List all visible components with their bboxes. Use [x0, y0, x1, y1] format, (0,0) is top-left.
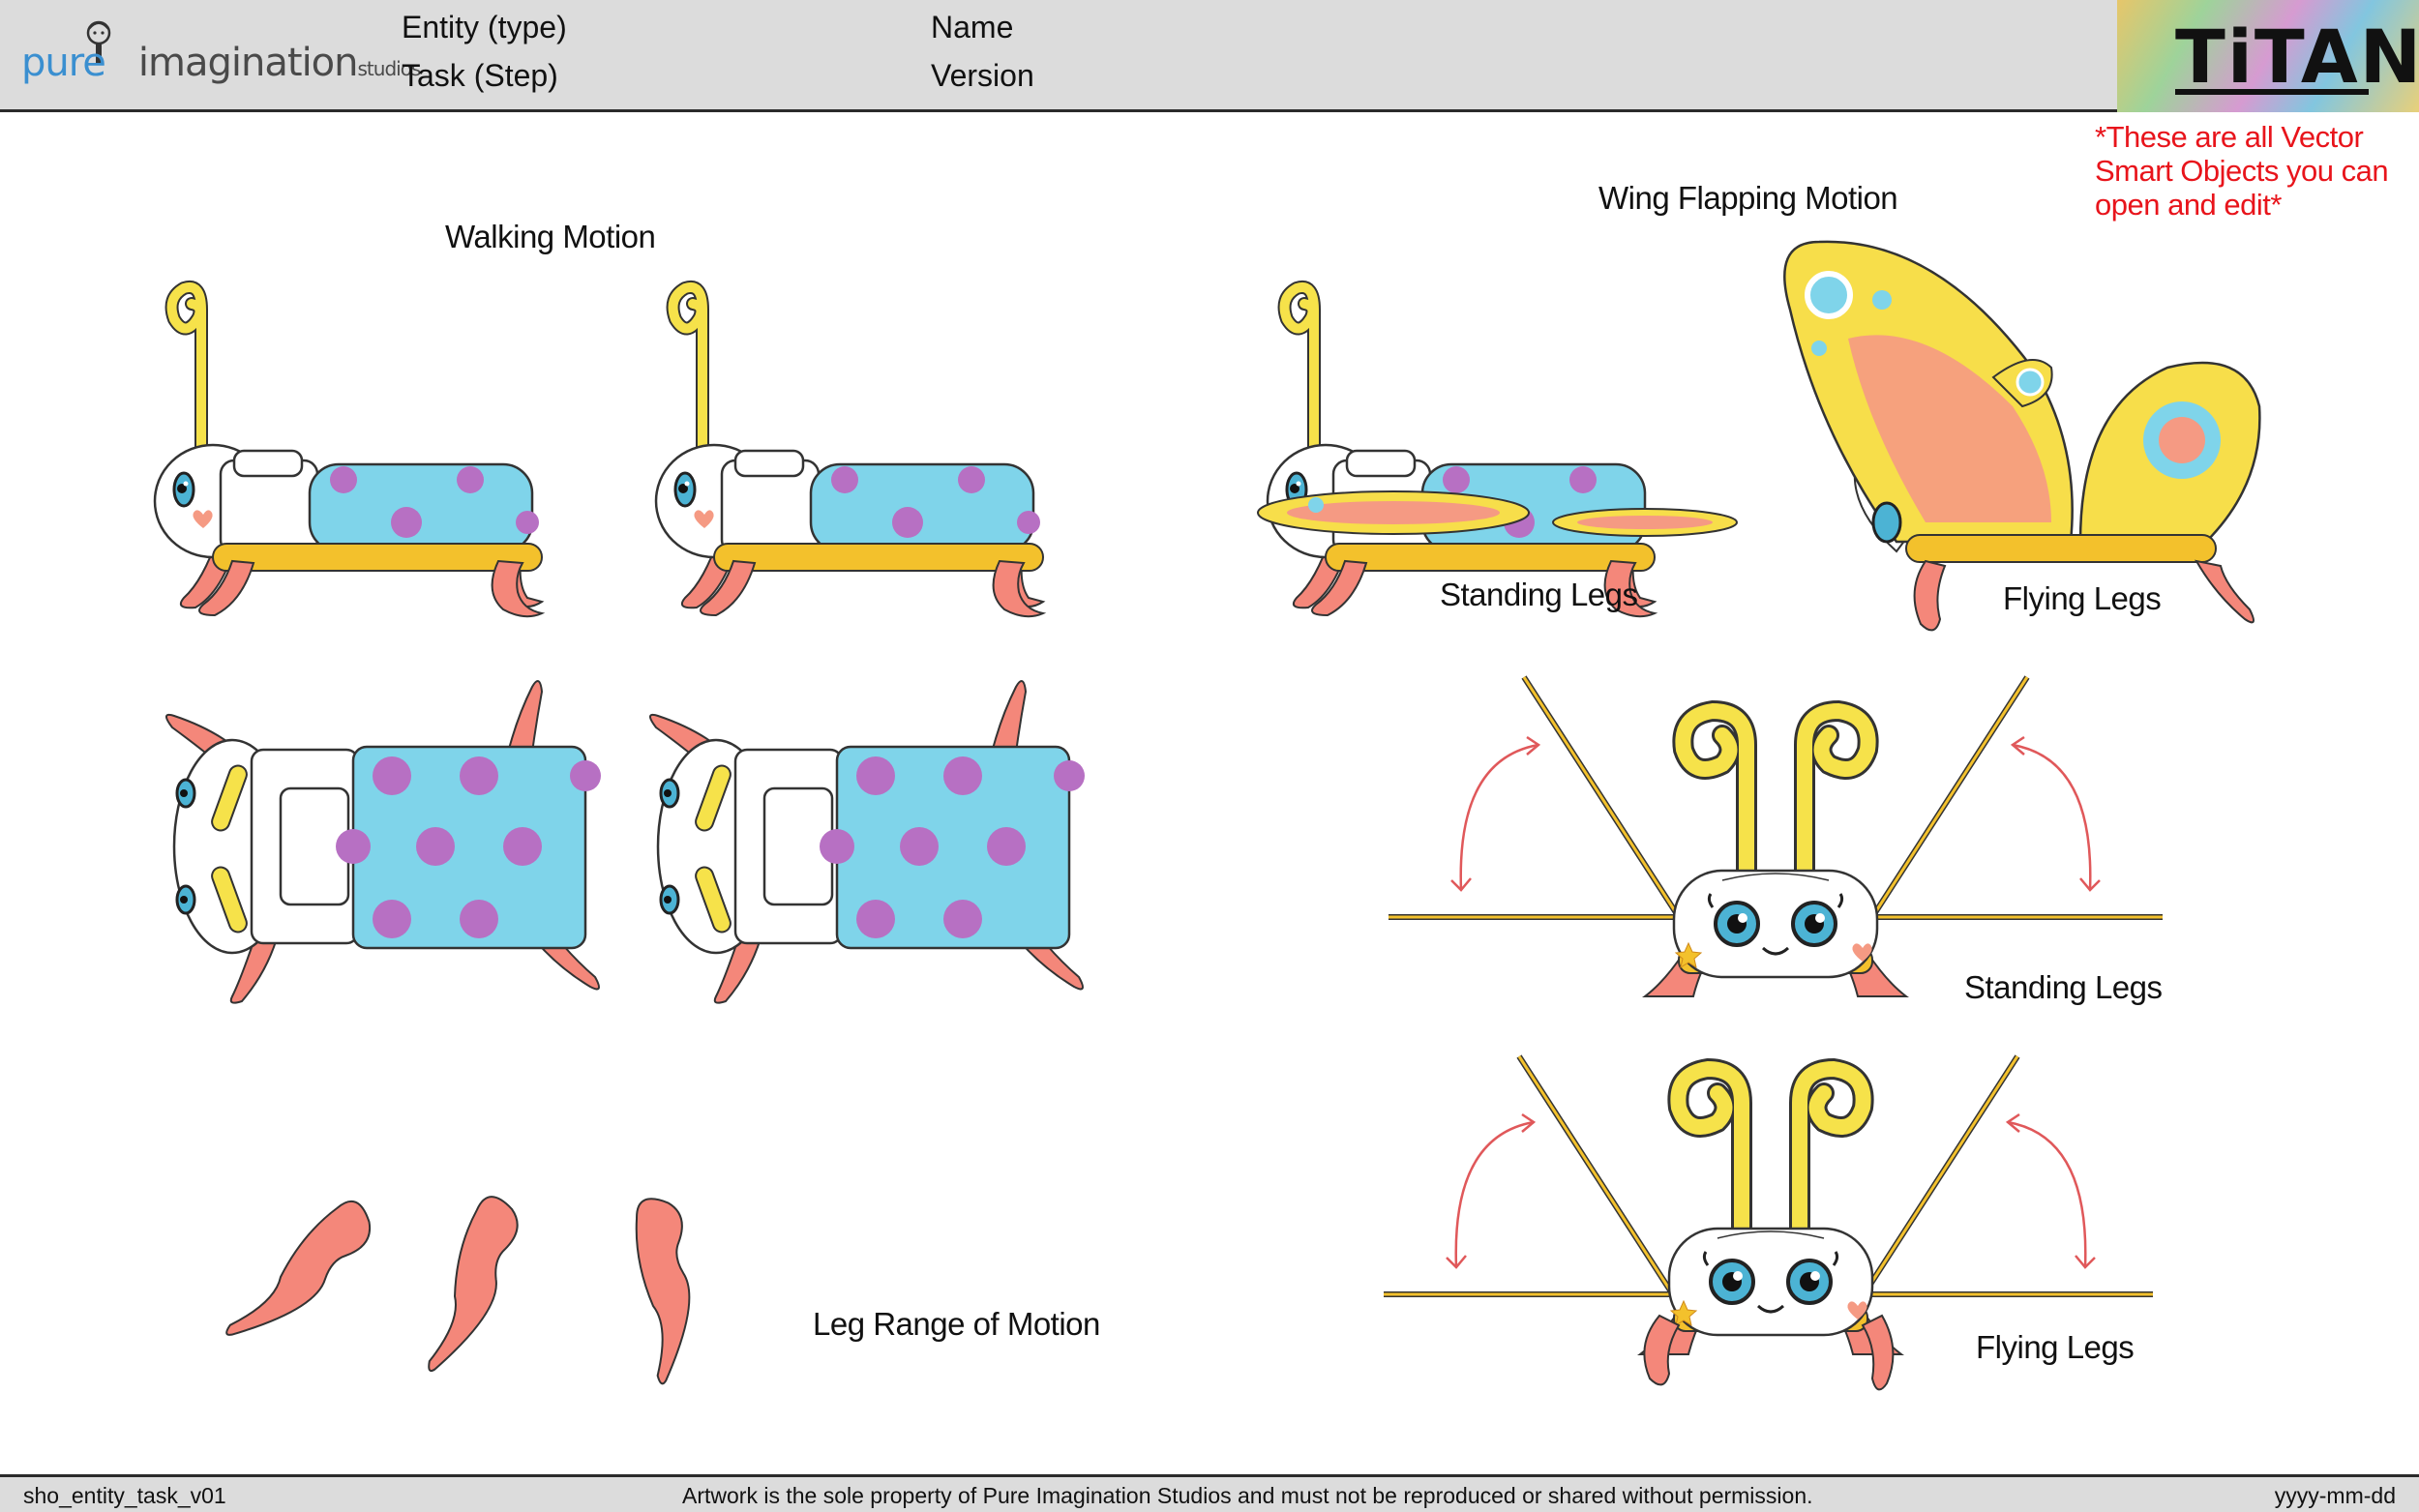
- standing-legs-front-caption: Standing Legs: [1964, 969, 2163, 1005]
- header-bar: pure imaginationstudios Entity (type) Tas…: [0, 0, 2419, 112]
- footer-bar: sho_entity_task_v01 Artwork is the sole …: [0, 1474, 2419, 1512]
- studio-logo: pure imaginationstudios: [21, 19, 421, 97]
- titan-logo-text: TiTAN: [2175, 14, 2419, 100]
- walk-side-view-2: [656, 287, 1043, 616]
- logo-face-icon: [86, 20, 111, 65]
- entity-label: Entity (type): [402, 10, 567, 44]
- flying-legs-front-caption: Flying Legs: [1976, 1329, 2135, 1365]
- logo-word-studios: studios: [357, 57, 422, 80]
- walking-motion-caption: Walking Motion: [445, 219, 656, 254]
- wing-flying-front-view: [1384, 1054, 2153, 1391]
- footer-copyright: Artwork is the sole property of Pure Ima…: [682, 1483, 1813, 1508]
- leg-range-caption: Leg Range of Motion: [813, 1306, 1100, 1342]
- walk-side-view-1: [155, 287, 542, 616]
- walk-top-view-2: [648, 679, 1087, 1005]
- walk-top-view-1: [164, 679, 603, 1005]
- titan-logo-underline: [2175, 89, 2369, 95]
- wing-flying-side-view: [1783, 240, 2261, 632]
- logo-word-pure: pure: [21, 41, 106, 85]
- footer-date: yyyy-mm-dd: [2274, 1483, 2396, 1508]
- wing-standing-front-view: [1389, 675, 2163, 996]
- flying-legs-side-caption: Flying Legs: [2003, 580, 2162, 616]
- wing-flapping-caption: Wing Flapping Motion: [1598, 180, 1898, 216]
- footer-filename: sho_entity_task_v01: [23, 1483, 226, 1508]
- version-label: Version: [931, 58, 1034, 93]
- logo-word-imagination: imagination: [137, 41, 359, 85]
- task-label: Task (Step): [402, 58, 558, 93]
- standing-legs-side-caption: Standing Legs: [1440, 577, 1638, 612]
- leg-range-poses: [206, 1188, 745, 1386]
- name-label: Name: [931, 10, 1014, 44]
- wing-standing-side-view: [1257, 287, 1738, 616]
- vector-objects-note: *These are all Vector Smart Objects you …: [2095, 120, 2389, 222]
- titan-logo: TiTAN: [2117, 0, 2419, 112]
